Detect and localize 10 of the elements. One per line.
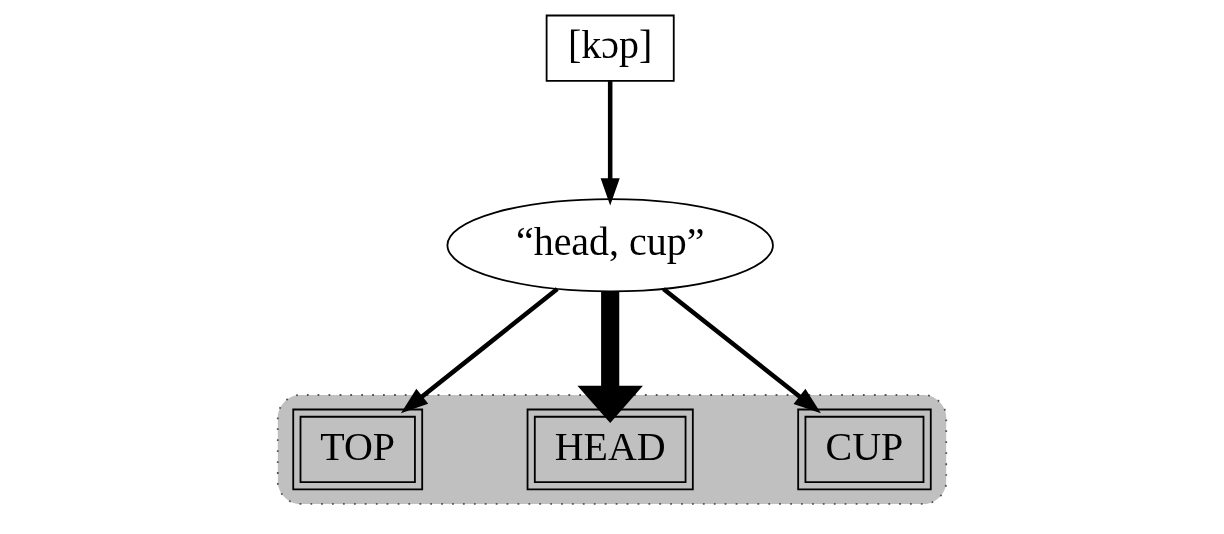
node-box: HEAD: [526, 408, 694, 491]
node-box: CUP: [797, 408, 932, 491]
arrow: [600, 81, 620, 206]
arrow: [662, 287, 821, 414]
node-box: TOP: [292, 408, 424, 491]
arrow: [577, 291, 643, 424]
arrow: [400, 287, 559, 414]
node-box: [kɔp]: [545, 14, 675, 82]
node-ellipse: “head, cup”: [446, 198, 774, 293]
cluster: [276, 394, 948, 505]
